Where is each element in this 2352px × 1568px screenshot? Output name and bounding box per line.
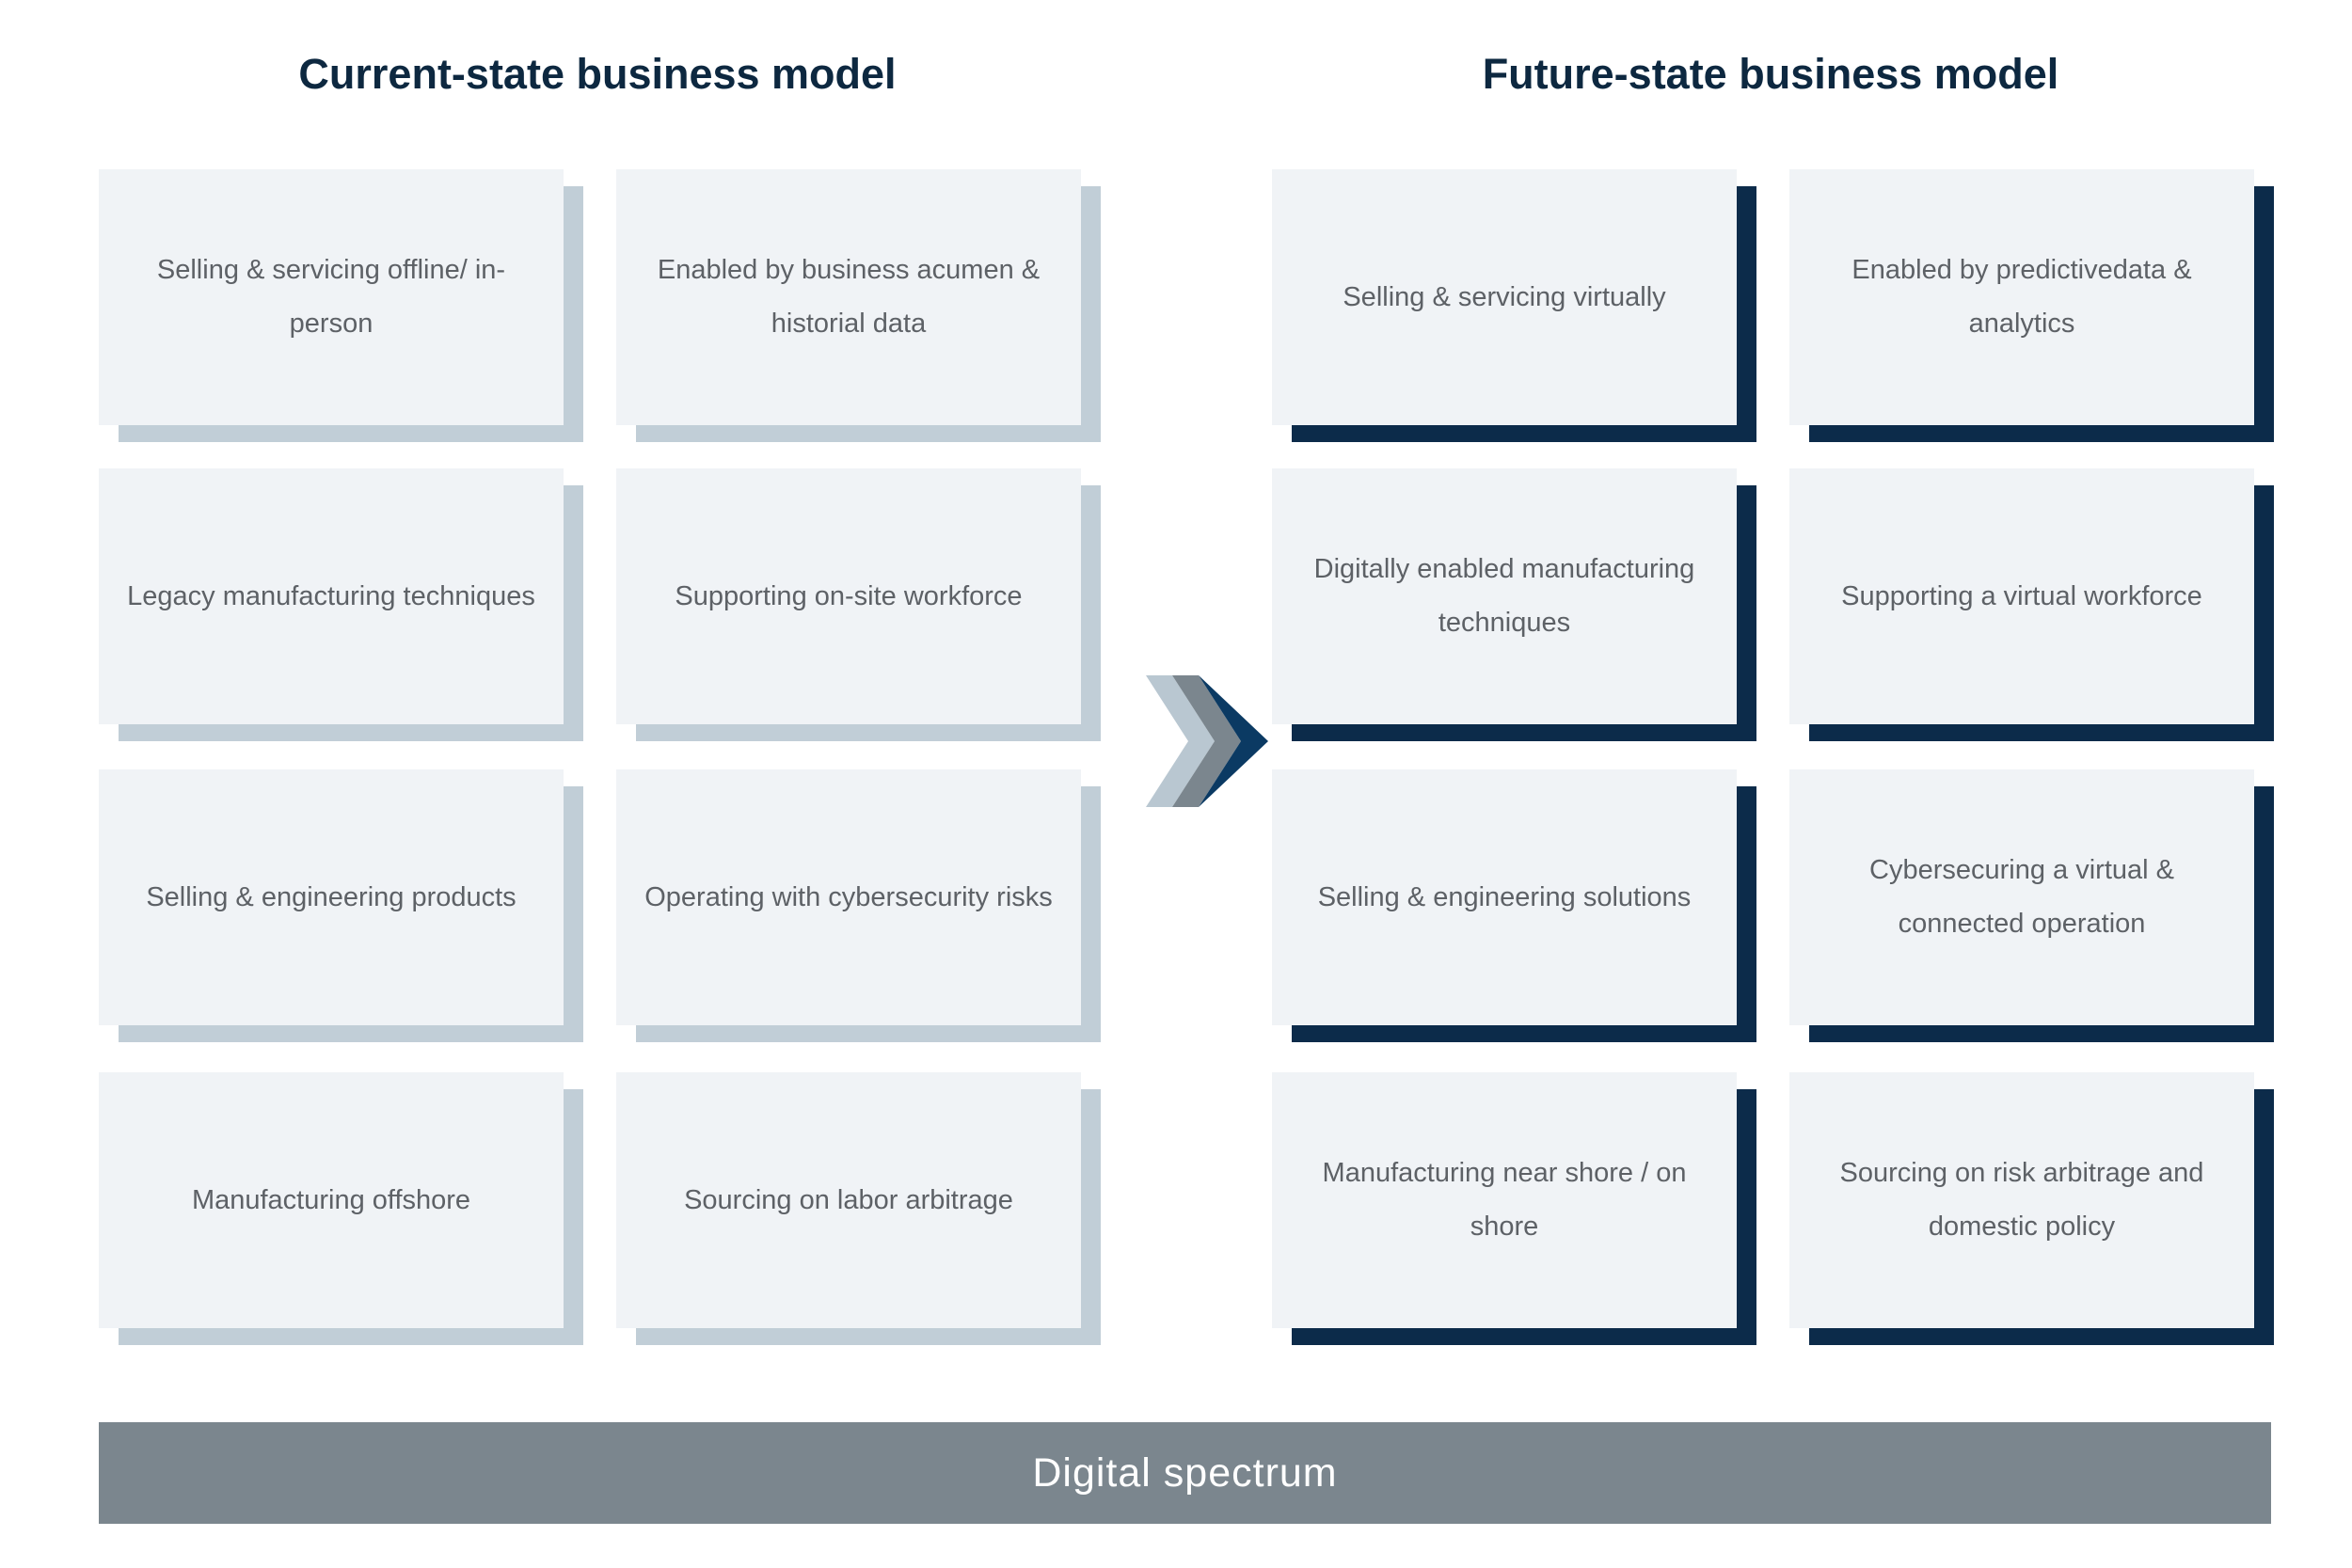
card-face: Sourcing on risk arbitrage and domestic … [1789,1072,2254,1328]
card-label: Sourcing on risk arbitrage and domestic … [1839,1158,2204,1242]
chevron-light-icon [1146,675,1215,807]
current-card: Sourcing on labor arbitrage [616,1072,1101,1345]
future-state-title: Future-state business model [1482,50,2059,98]
card-face: Enabled by business acumen & historial d… [616,169,1081,425]
card-face: Sourcing on labor arbitrage [616,1072,1081,1328]
card-label: Selling & servicing virtually [1343,281,1666,312]
chevron-dark-icon [1199,675,1268,807]
card-face: Manufacturing offshore [99,1072,564,1328]
future-card: Digitally enabled manufacturing techniqu… [1272,468,1756,741]
current-card: Operating with cybersecurity risks [616,769,1101,1042]
current-state-title: Current-state business model [298,50,897,98]
current-card: Manufacturing offshore [99,1072,583,1345]
future-card: Selling & engineering solutions [1272,769,1756,1042]
card-face: Digitally enabled manufacturing techniqu… [1272,468,1737,724]
card-label: Manufacturing near shore / on shore [1322,1158,1687,1242]
card-face: Enabled by predictivedata & analytics [1789,169,2254,425]
digital-spectrum-label: Digital spectrum [1032,1449,1338,1496]
current-card: Enabled by business acumen & historial d… [616,169,1101,442]
card-label: Legacy manufacturing techniques [127,580,535,611]
card-label: Selling & engineering solutions [1317,881,1692,912]
card-label: Enabled by business acumen & historial d… [657,255,1041,339]
current-card: Legacy manufacturing techniques [99,468,583,741]
card-label: Manufacturing offshore [191,1184,471,1215]
card-face: Cybersecuring a virtual & connected oper… [1789,769,2254,1025]
current-card: Selling & engineering products [99,769,583,1042]
card-face: Supporting on-site workforce [616,468,1081,724]
card-face: Supporting a virtual workforce [1789,468,2254,724]
current-card: Selling & servicing offline/ in-person [99,169,583,442]
card-label: Supporting a virtual workforce [1841,580,2202,611]
future-card: Sourcing on risk arbitrage and domestic … [1789,1072,2274,1345]
future-card: Selling & servicing virtually [1272,169,1756,442]
future-card: Supporting a virtual workforce [1789,468,2274,741]
future-card: Manufacturing near shore / on shore [1272,1072,1756,1345]
transition-chevrons-icon [1146,675,1268,807]
card-face: Selling & servicing virtually [1272,169,1737,425]
future-card: Cybersecuring a virtual & connected oper… [1789,769,2274,1042]
card-label: Supporting on-site workforce [675,580,1023,611]
card-label: Digitally enabled manufacturing techniqu… [1313,554,1695,638]
card-face: Legacy manufacturing techniques [99,468,564,724]
card-label: Selling & engineering products [146,881,516,912]
card-label: Selling & servicing offline/ in-person [156,255,506,339]
current-card: Supporting on-site workforce [616,468,1101,741]
card-face: Selling & engineering solutions [1272,769,1737,1025]
card-face: Manufacturing near shore / on shore [1272,1072,1737,1328]
card-face: Selling & servicing offline/ in-person [99,169,564,425]
chevron-mid-icon [1172,675,1241,807]
digital-spectrum-bar: Digital spectrum [99,1422,2271,1524]
card-face: Selling & engineering products [99,769,564,1025]
card-label: Operating with cybersecurity risks [644,881,1053,912]
card-label: Sourcing on labor arbitrage [684,1184,1013,1215]
future-card: Enabled by predictivedata & analytics [1789,169,2274,442]
card-label: Cybersecuring a virtual & connected oper… [1869,855,2174,939]
card-face: Operating with cybersecurity risks [616,769,1081,1025]
card-label: Enabled by predictivedata & analytics [1851,255,2192,339]
